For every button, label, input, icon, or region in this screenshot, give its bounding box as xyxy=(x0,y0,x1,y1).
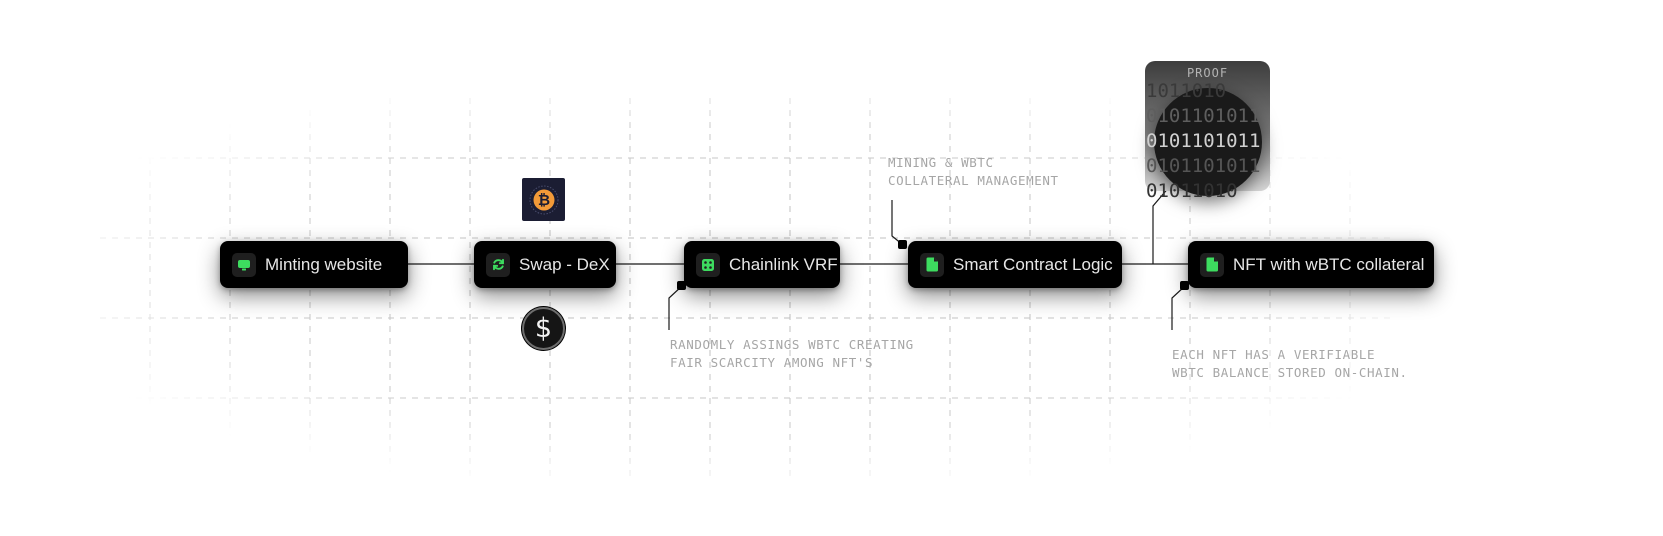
proof-bits-row: 1011010 xyxy=(1146,80,1227,102)
node-nft-wbtc-collateral[interactable]: NFT with wBTC collateral xyxy=(1188,241,1434,288)
note-line: RANDOMLY ASSINGS WBTC CREATING xyxy=(670,337,914,352)
note-random-assign: RANDOMLY ASSINGS WBTC CREATING FAIR SCAR… xyxy=(670,336,914,372)
proof-bits-row: 01011010 xyxy=(1146,180,1238,202)
proof-title: PROOF xyxy=(1186,66,1229,80)
note-line: MINING & WBTC xyxy=(888,155,994,170)
note-line: EACH NFT HAS A VERIFIABLE xyxy=(1172,347,1376,362)
node-label: Swap - DeX xyxy=(519,254,610,274)
proof-bits-row: 0101101011 xyxy=(1146,130,1261,152)
node-label: Smart Contract Logic xyxy=(953,254,1113,274)
note-line: WBTC BALANCE STORED ON-CHAIN. xyxy=(1172,365,1408,380)
node-chainlink-vrf[interactable]: Chainlink VRF xyxy=(684,241,840,288)
node-label: Minting website xyxy=(265,254,383,274)
dollar-badge: $ xyxy=(522,307,565,350)
node-minting-website[interactable]: Minting website xyxy=(220,241,408,288)
swap-icon xyxy=(486,252,510,277)
dice-icon xyxy=(696,252,720,277)
bitcoin-badge: ₿ xyxy=(522,178,565,221)
svg-text:₿: ₿ xyxy=(537,191,549,209)
note-line: COLLATERAL MANAGEMENT xyxy=(888,173,1059,188)
proof-bits-row: 0101101011 xyxy=(1146,155,1261,177)
node-label: Chainlink VRF xyxy=(729,254,838,274)
document-icon xyxy=(920,252,944,277)
monitor-icon xyxy=(232,252,256,277)
note-verifiable-balance: EACH NFT HAS A VERIFIABLE WBTC BALANCE S… xyxy=(1172,346,1408,382)
proof-bits-row: 0101101011 xyxy=(1146,105,1261,127)
note-mining-collateral: MINING & WBTC COLLATERAL MANAGEMENT xyxy=(888,154,1059,190)
document-icon xyxy=(1200,252,1224,277)
dollar-icon: $ xyxy=(534,313,553,344)
bitcoin-icon: ₿ xyxy=(529,185,558,214)
node-smart-contract-logic[interactable]: Smart Contract Logic xyxy=(908,241,1122,288)
note-line: FAIR SCARCITY AMONG NFT'S xyxy=(670,355,874,370)
node-swap-dex[interactable]: Swap - DeX xyxy=(474,241,616,288)
node-label: NFT with wBTC collateral xyxy=(1233,254,1425,274)
proof-lens: 1011010 0101101011 0101101011 0101101011… xyxy=(1146,80,1262,202)
